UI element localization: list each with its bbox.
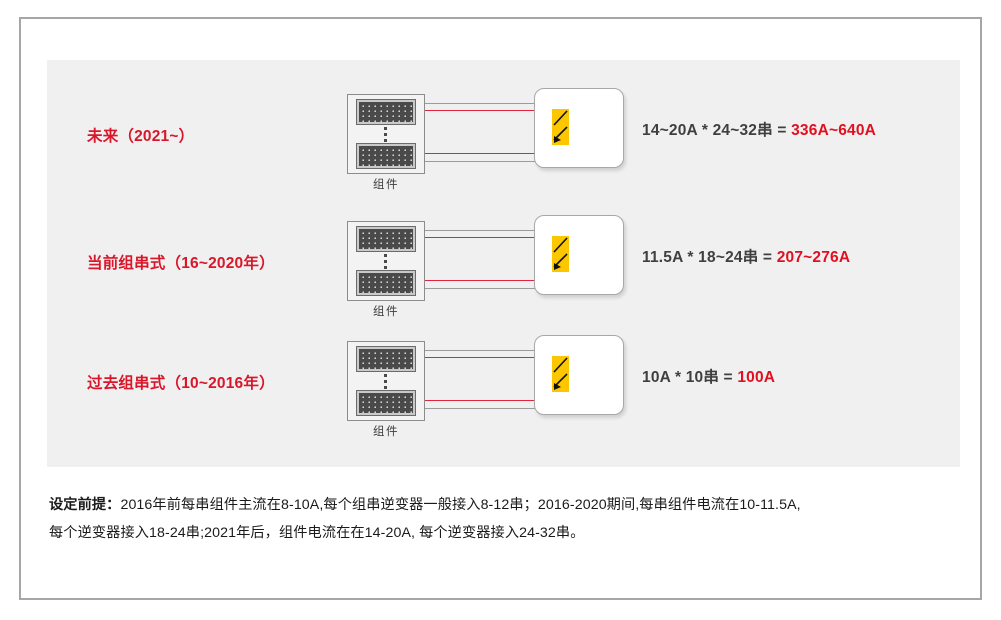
inverter-symbol-icon <box>552 356 569 392</box>
module-array-box <box>347 94 425 174</box>
wire-gray-top <box>425 230 547 231</box>
row-label-past: 过去组串式（10~2016年） <box>87 375 275 392</box>
footnote-line2: 每个逆变器接入18-24串;2021年后，组件电流在在14-20A, 每个逆变器… <box>49 525 585 541</box>
module-array-group: 组件 <box>347 221 427 318</box>
footnote: 设定前提：2016年前每串组件主流在8-10A,每个组串逆变器一般接入8-12串… <box>49 491 954 547</box>
wire-gray-top <box>425 103 547 104</box>
footnote-line1: 2016年前每串组件主流在8-10A,每个组串逆变器一般接入8-12串；2016… <box>120 497 801 513</box>
inverter-box <box>534 88 624 168</box>
inverter-box <box>534 335 624 415</box>
wire-gray-bottom <box>425 161 547 162</box>
wire-red-loop <box>425 110 550 154</box>
row-label-future: 未来（2021~） <box>87 128 195 145</box>
formula-prefix: 10A * 10串 = <box>642 369 738 386</box>
formula-result: 336A~640A <box>791 122 877 139</box>
diagram-panel: 未来（2021~） 组件 <box>47 60 960 467</box>
comparison-row: 过去组串式（10~2016年） 组件 <box>47 335 960 455</box>
formula-past: 10A * 10串 = 100A <box>642 365 775 387</box>
formula-prefix: 14~20A * 24~32串 = <box>642 122 792 139</box>
module-array-group: 组件 <box>347 341 427 438</box>
solar-panel-icon <box>356 270 416 296</box>
wire-gray-top <box>425 350 547 351</box>
wire-gray-bottom <box>425 408 547 409</box>
comparison-row: 当前组串式（16~2020年） 组件 <box>47 215 960 335</box>
solar-panel-icon <box>356 346 416 372</box>
inverter-box <box>534 215 624 295</box>
slide-frame: 未来（2021~） 组件 <box>19 17 982 600</box>
wire-red-loop <box>425 357 550 401</box>
solar-panel-icon <box>356 143 416 169</box>
formula-result: 100A <box>737 369 776 386</box>
inverter-symbol-icon <box>552 109 569 145</box>
module-caption: 组件 <box>373 426 399 438</box>
module-caption: 组件 <box>373 306 399 318</box>
module-caption: 组件 <box>373 179 399 191</box>
solar-panel-icon <box>356 390 416 416</box>
wire-gray-bottom <box>425 288 547 289</box>
solar-panel-icon <box>356 99 416 125</box>
comparison-row: 未来（2021~） 组件 <box>47 88 960 208</box>
formula-result: 207~276A <box>776 249 851 266</box>
vertical-ellipsis-icon <box>384 254 388 269</box>
module-array-group: 组件 <box>347 94 427 191</box>
inverter-symbol-icon <box>552 236 569 272</box>
vertical-ellipsis-icon <box>384 374 388 389</box>
module-array-box <box>347 341 425 421</box>
row-label-current: 当前组串式（16~2020年） <box>87 255 275 272</box>
formula-prefix: 11.5A * 18~24串 = <box>642 249 777 266</box>
module-array-box <box>347 221 425 301</box>
solar-panel-icon <box>356 226 416 252</box>
formula-future: 14~20A * 24~32串 = 336A~640A <box>642 118 876 140</box>
footnote-lead: 设定前提： <box>49 497 121 513</box>
formula-current: 11.5A * 18~24串 = 207~276A <box>642 245 850 267</box>
vertical-ellipsis-icon <box>384 127 388 142</box>
wire-red-loop <box>425 237 550 281</box>
